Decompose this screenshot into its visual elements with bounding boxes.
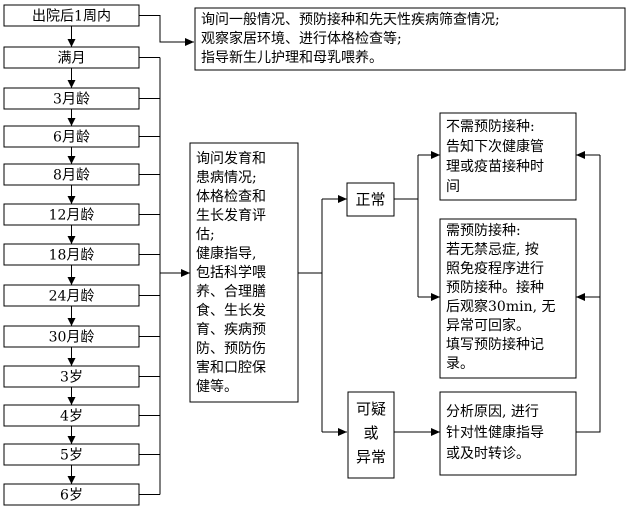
no-vaccine-arrowhead — [431, 151, 440, 159]
visit-box — [3, 4, 140, 27]
no-vaccine-content-line: 告知下次健康管 — [446, 138, 544, 155]
visit-arrowhead — [67, 476, 76, 484]
normal-label: 正常 — [355, 191, 385, 209]
followup-content-line: 患病情况; — [196, 170, 257, 186]
visit-arrowhead — [67, 358, 76, 366]
abnormal-arrowhead — [338, 428, 347, 436]
no-vaccine-content-line: 间 — [446, 179, 460, 195]
visit-box — [3, 325, 140, 348]
abnormal-content-line: 分析原因, 进行 — [446, 404, 539, 420]
connector-layer — [67, 15, 601, 495]
vaccine-content-line: 填写预防接种记 — [446, 336, 544, 353]
visit-label: 4岁 — [60, 409, 83, 425]
return-no-vaccine-arrowhead — [576, 151, 585, 159]
visit-label: 3岁 — [60, 370, 83, 386]
followup-content-line: 询问发育和 — [196, 151, 266, 167]
visit-arrowhead — [67, 318, 76, 326]
followup-content-line: 健等。 — [196, 378, 238, 395]
abnormal-label-line: 可疑 — [356, 400, 386, 418]
visit-label: 6月龄 — [53, 130, 90, 146]
visit-arrowhead — [67, 118, 76, 126]
visit-label: 24月龄 — [49, 289, 95, 305]
first-visit-content-line: 指导新生儿护理和母乳喂养。 — [201, 50, 383, 66]
visit-box — [3, 46, 140, 69]
visit-arrowhead — [67, 277, 76, 285]
analysis-arrowhead — [431, 428, 440, 436]
visit-label: 18月龄 — [49, 248, 95, 264]
visit-arrowhead — [67, 39, 76, 47]
followup-content-line: 害和口腔保 — [196, 360, 266, 376]
visit-label: 30月龄 — [49, 330, 95, 346]
followup-arrowhead — [181, 269, 190, 277]
visit-label: 6岁 — [60, 488, 83, 504]
visit-arrowhead — [67, 397, 76, 405]
visit-box — [3, 284, 140, 307]
no-vaccine-box — [439, 112, 577, 201]
followup-content-line: 食、生长发 — [196, 302, 266, 319]
no-vaccine-content-line: 不需预防接种: — [446, 118, 535, 135]
followup-content-line: 生长发育评 — [196, 208, 266, 224]
vaccine-content-line: 需预防接种: — [446, 222, 521, 239]
followup-content-line: 估; — [196, 227, 215, 243]
vaccine-content-line: 预防接种。接种 — [446, 279, 544, 296]
abnormal-label-line: 异常 — [356, 448, 386, 466]
visit-label: 3月龄 — [53, 92, 90, 108]
vaccine-content-line: 若无禁忌症, 按 — [446, 242, 539, 258]
visit-box — [3, 125, 140, 148]
followup-content-line: 体格检查和 — [196, 189, 266, 205]
visit-box — [3, 243, 140, 266]
visit-arrowhead — [67, 236, 76, 244]
visit-box — [3, 443, 140, 466]
visit-box — [3, 404, 140, 427]
visit-label: 12月龄 — [49, 208, 95, 224]
first-visit-content-box — [194, 7, 626, 71]
visit-label: 满月 — [58, 51, 86, 67]
visit-arrowhead — [67, 196, 76, 204]
vaccine-box — [439, 218, 577, 379]
vaccine-content-line: 异常可回家。 — [446, 317, 530, 334]
visit-box — [3, 87, 140, 110]
visit-box — [3, 163, 140, 186]
abnormal-label-line: 或 — [363, 424, 378, 442]
normal-box — [346, 182, 395, 217]
followup-content-line: 养、合理膳 — [196, 284, 266, 300]
visit-box — [3, 483, 140, 506]
abnormal-content-line: 或及时转诊。 — [446, 446, 530, 462]
followup-content-line: 育、疾病预 — [196, 322, 266, 338]
followup-content-line: 防、预防伤 — [196, 341, 266, 357]
visit-box — [3, 203, 140, 226]
abnormal-content-line: 针对性健康指导 — [446, 424, 544, 441]
vaccine-arrowhead — [431, 293, 440, 301]
no-vaccine-content-line: 理或疫苗接种时 — [446, 158, 544, 175]
abnormal-content-box — [439, 391, 577, 476]
visit-arrowhead — [67, 80, 76, 88]
vaccine-content-line: 照免疫程序进行 — [446, 261, 544, 277]
followup-content-line: 健康指导, — [196, 245, 256, 262]
return-vaccine-arrowhead — [576, 293, 585, 301]
visit-arrowhead — [67, 156, 76, 164]
first-visit-arrowhead — [185, 38, 194, 46]
normal-arrowhead — [338, 195, 347, 203]
first-visit-connector — [139, 15, 194, 43]
visit-label: 出院后1周内 — [32, 9, 111, 25]
first-visit-content-line: 询问一般情况、预防接种和先天性疾病筛查情况; — [201, 11, 500, 28]
followup-content-box — [189, 142, 299, 403]
visit-box — [3, 365, 140, 388]
visit-label: 8月龄 — [53, 168, 90, 184]
visit-label: 5岁 — [60, 448, 83, 464]
visit-arrowhead — [67, 436, 76, 444]
first-visit-content-line: 观察家居环境、进行体格检查等; — [201, 30, 402, 47]
vaccine-content-line: 后观察30min, 无 — [446, 298, 555, 315]
abnormal-box — [347, 391, 395, 479]
followup-content-line: 包括科学喂 — [196, 265, 266, 281]
vaccine-content-line: 录。 — [446, 356, 474, 372]
return-loop-line — [576, 155, 601, 433]
